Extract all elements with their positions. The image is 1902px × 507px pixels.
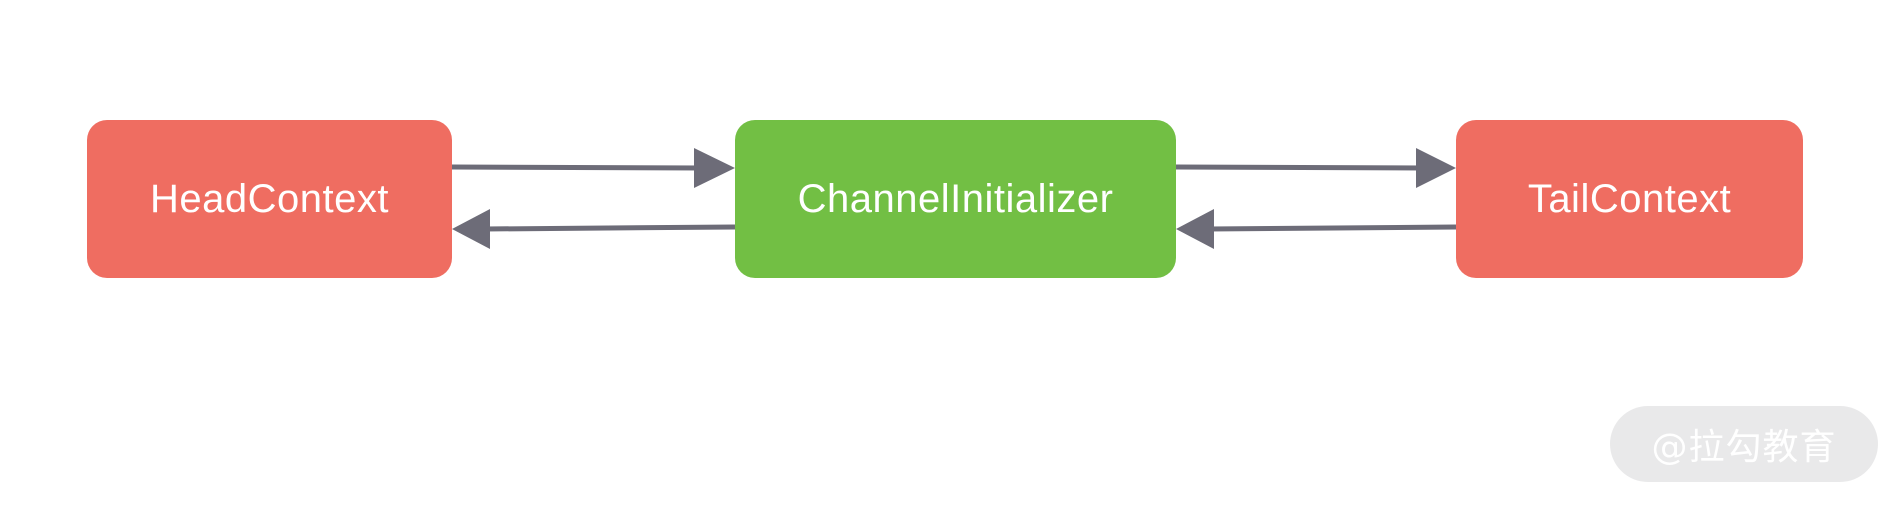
node-channel-initializer: ChannelInitializer — [735, 120, 1176, 278]
edge-init-to-head — [452, 209, 736, 249]
watermark-text: @拉勾教育 — [1651, 427, 1837, 468]
node-label: ChannelInitializer — [797, 176, 1114, 221]
edge-init-to-tail — [1175, 148, 1456, 188]
node-tail-context: TailContext — [1456, 120, 1803, 278]
node-label: TailContext — [1527, 176, 1732, 221]
node-head-context: HeadContext — [87, 120, 452, 278]
edge-tail-to-init — [1176, 209, 1457, 249]
watermark-badge: @拉勾教育 — [1610, 406, 1878, 482]
edge-head-to-init — [451, 148, 735, 188]
node-label: HeadContext — [150, 176, 389, 221]
